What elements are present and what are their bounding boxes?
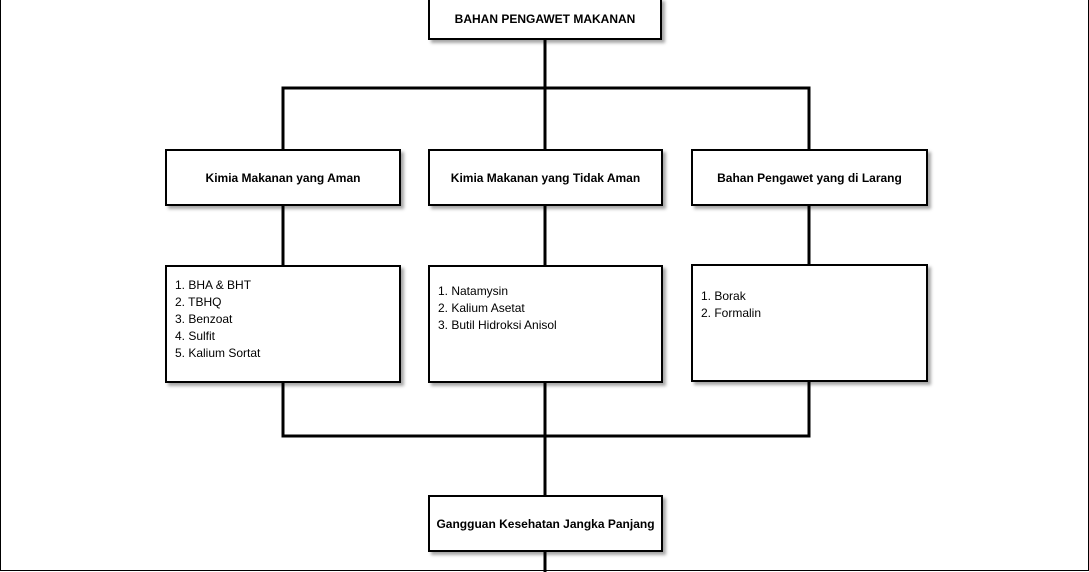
list-item: 4. Sulfit [175, 329, 216, 343]
list-item: 2. Formalin [701, 306, 762, 320]
result-label: Gangguan Kesehatan Jangka Panjang [436, 516, 655, 531]
list-item: 2. Kalium Asetat [438, 301, 525, 315]
category-safe-header: Kimia Makanan yang Aman [165, 149, 401, 206]
category-unsafe-header: Kimia Makanan yang Tidak Aman [428, 149, 663, 206]
list-item: 5. Kalium Sortat [175, 346, 261, 360]
list-item: 1. Borak [701, 289, 746, 303]
list-item: 3. Benzoat [175, 312, 233, 326]
category-unsafe-label: Kimia Makanan yang Tidak Aman [450, 170, 641, 185]
category-safe-list: 1. BHA & BHT 2. TBHQ 3. Benzoat 4. Sulfi… [165, 265, 401, 383]
list-item: 3. Butil Hidroksi Anisol [438, 318, 557, 332]
list-item: 1. BHA & BHT [175, 278, 252, 292]
category-banned-header: Bahan Pengawet yang di Larang [691, 149, 928, 206]
category-banned-label: Bahan Pengawet yang di Larang [717, 170, 902, 185]
list-item: 2. TBHQ [175, 295, 222, 309]
root-node: BAHAN PENGAWET MAKANAN [428, 0, 662, 40]
category-unsafe-list: 1. Natamysin 2. Kalium Asetat 3. Butil H… [428, 265, 663, 383]
result-node: Gangguan Kesehatan Jangka Panjang [428, 495, 663, 552]
root-label: BAHAN PENGAWET MAKANAN [454, 12, 636, 26]
category-safe-label: Kimia Makanan yang Aman [205, 170, 361, 185]
category-banned-list: 1. Borak 2. Formalin [691, 264, 928, 382]
list-item: 1. Natamysin [438, 284, 509, 298]
